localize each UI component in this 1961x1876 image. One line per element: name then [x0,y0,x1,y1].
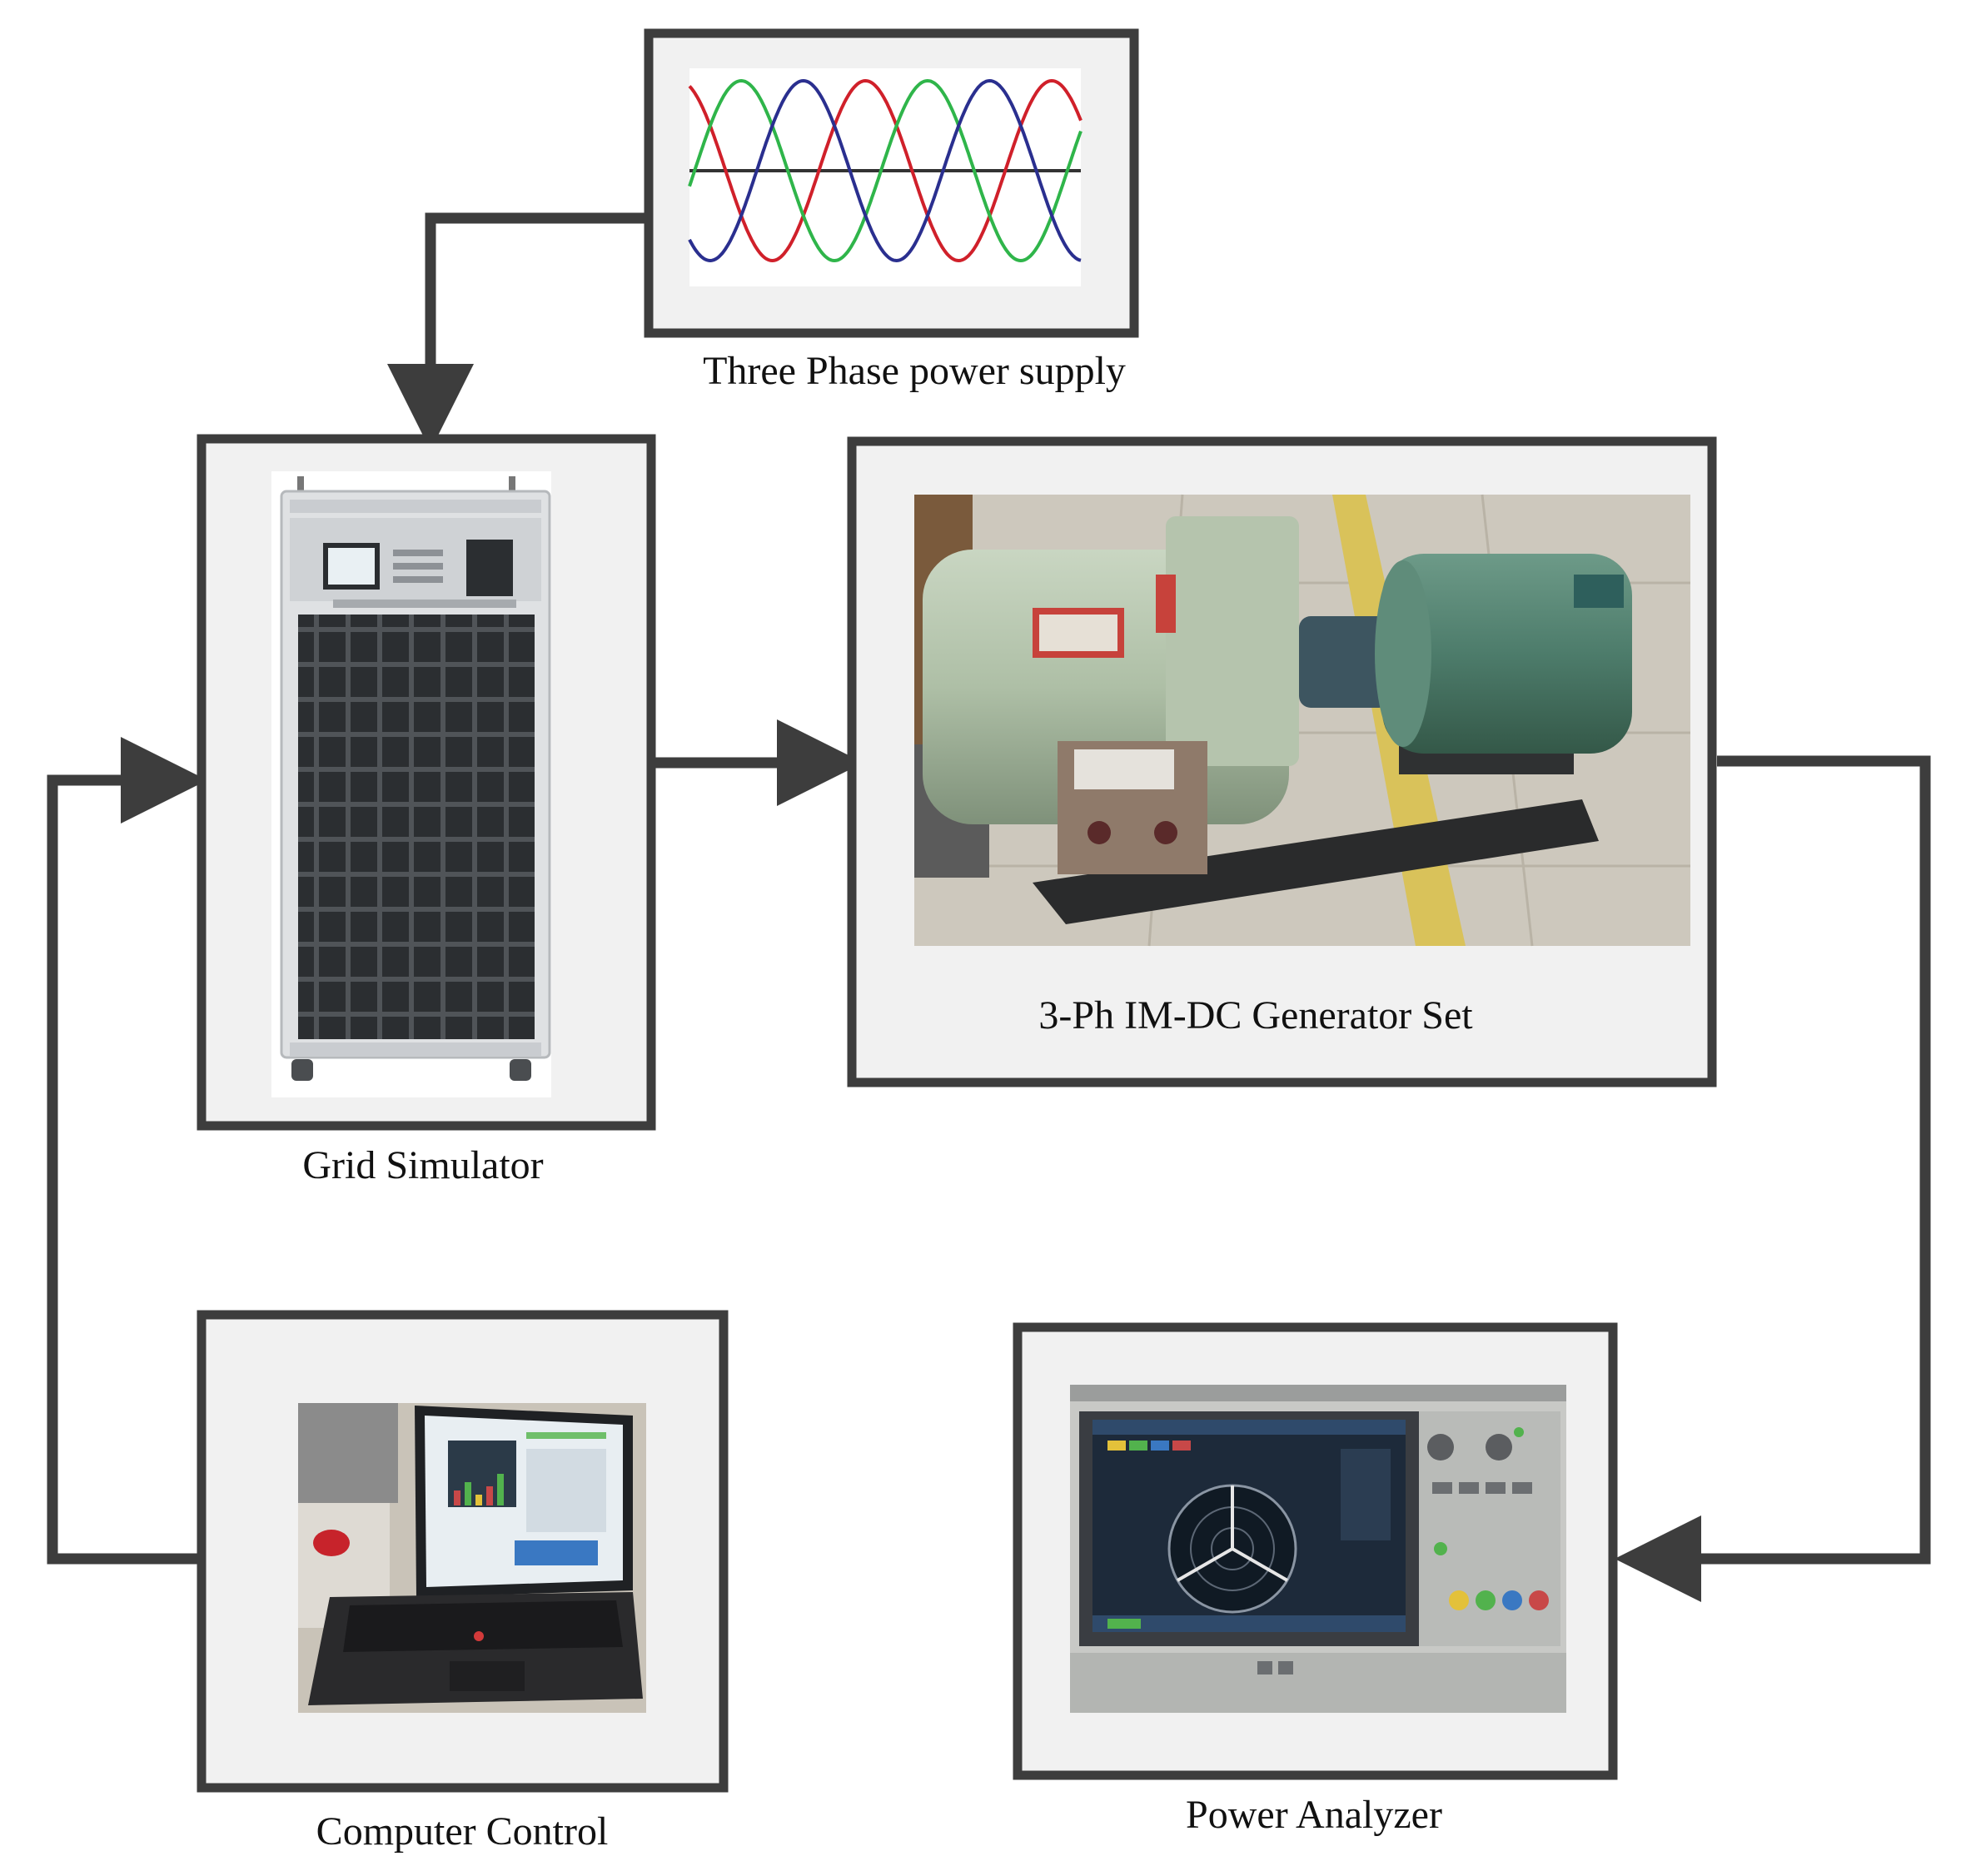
mouse [313,1530,350,1556]
power-analyzer-photo [1070,1385,1566,1713]
label-generator-set: 3-Ph IM-DC Generator Set [1038,993,1473,1038]
connector-computer-to-grid [47,737,207,1565]
label-power-analyzer: Power Analyzer [1186,1793,1442,1837]
laptop-photo [298,1403,646,1713]
label-grid-simulator: Grid Simulator [302,1143,544,1187]
box-power-analyzer [1013,1322,1618,1780]
label-three-phase-supply: Three Phase power supply [703,349,1126,393]
phase-c-wave [688,78,1082,263]
label-computer-control: Computer Control [316,1809,609,1854]
box-grid-simulator [197,434,656,1131]
connector-generator-to-analyzer [1615,755,1931,1602]
phase-b-wave [688,78,1083,263]
phase-a-wave [688,78,1083,263]
box-generator-set [847,436,1717,1087]
box-three-phase-supply [644,28,1139,338]
box-computer-control [197,1310,729,1793]
generator-set-photo [914,494,1690,947]
connector-supply-to-grid [387,212,654,450]
grid-simulator-cabinet [280,476,551,1081]
